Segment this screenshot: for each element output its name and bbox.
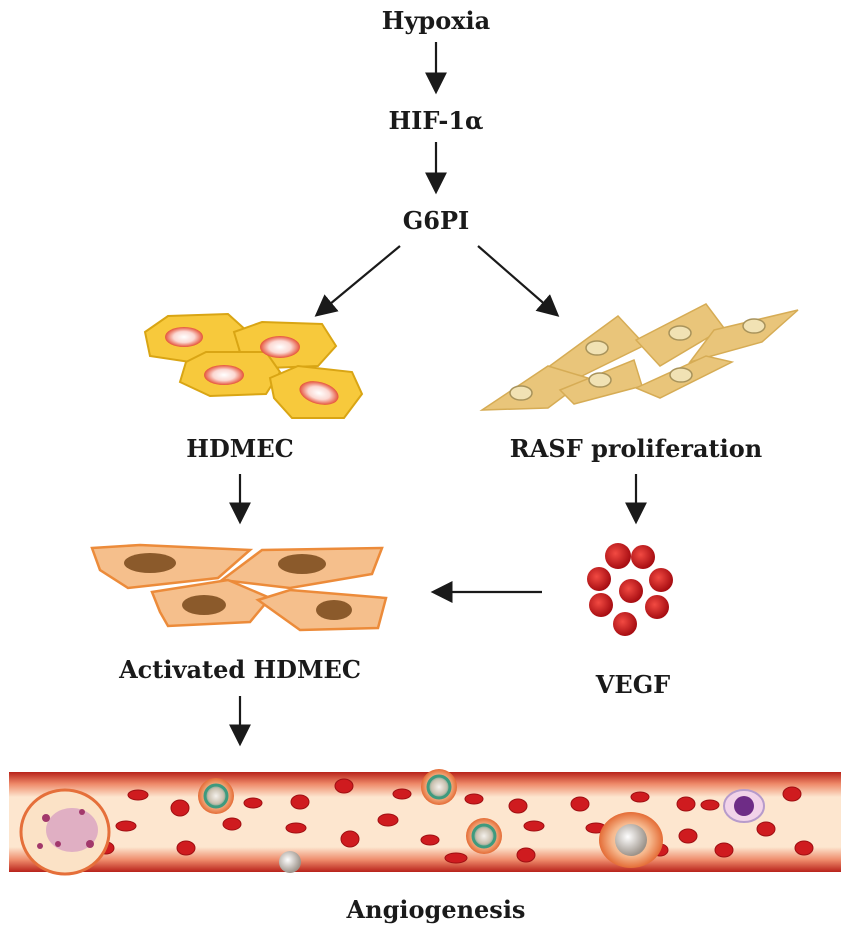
vegf-molecules-illustration (587, 543, 673, 636)
node-g6pi: G6PI (402, 206, 470, 235)
arrow-g6pi-hdmec (314, 245, 401, 317)
node-activated-hdmec: Activated HDMEC (119, 655, 361, 684)
node-vegf: VEGF (595, 670, 671, 699)
arrows (229, 42, 647, 747)
arrow-g6pi-rasf (477, 245, 560, 317)
blood-vessel-illustration (9, 769, 841, 876)
hdmec-cells-illustration (143, 312, 364, 419)
red-blood-cells (97, 778, 814, 864)
large-cell (19, 788, 111, 876)
activated-hdmec-illustration (90, 543, 388, 632)
node-rasf-proliferation: RASF proliferation (509, 434, 763, 463)
node-hypoxia: Hypoxia (381, 6, 491, 35)
rasf-cells-illustration (479, 303, 799, 411)
node-hif-1a: HIF-1α (388, 106, 484, 135)
node-angiogenesis: Angiogenesis (346, 895, 526, 924)
node-hdmec: HDMEC (186, 434, 294, 463)
white-blood-cells (198, 769, 765, 873)
